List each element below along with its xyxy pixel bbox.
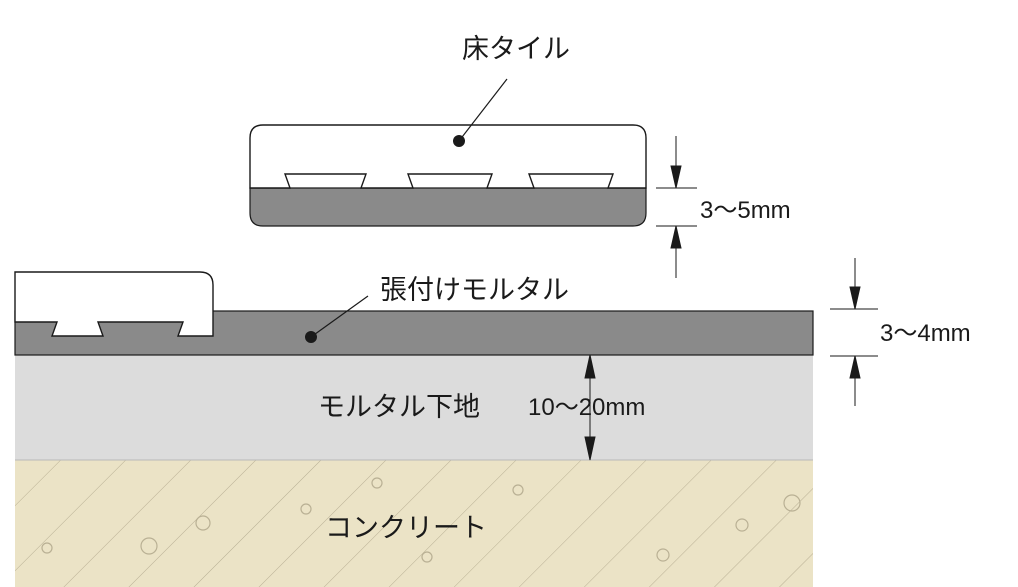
- concrete-aggregate: [41, 477, 801, 563]
- leader-bonding-mortar: [305, 295, 369, 343]
- floor-tile-body: [249, 124, 647, 189]
- dimension-tile-thickness: [656, 136, 697, 278]
- concrete-layer: [15, 460, 813, 587]
- mortar-base-layer: [15, 355, 813, 460]
- dimension-bonding-mortar-thickness: [830, 258, 878, 406]
- floor-tile-detail: [249, 124, 647, 227]
- label-floor-tile: 床タイル: [462, 34, 570, 65]
- label-mortar-base: モルタル下地: [318, 392, 480, 423]
- leader-dot-floor-tile: [453, 135, 465, 147]
- concrete-hatch: [15, 460, 813, 587]
- leader-dot-bonding-mortar: [305, 331, 317, 343]
- label-concrete: コンクリート: [325, 513, 487, 544]
- installed-tile: [14, 271, 214, 337]
- label-bonding-mortar: 張付けモルタル: [380, 275, 569, 306]
- dimension-mortar-base-thickness: [584, 354, 596, 461]
- leader-floor-tile: [453, 78, 508, 147]
- tile-backing-mortar: [249, 187, 647, 227]
- dimension-text-mortar-base: 10〜20mm: [528, 394, 645, 421]
- dimension-text-tile: 3〜5mm: [700, 197, 791, 224]
- dimension-text-bonding-mortar: 3〜4mm: [880, 320, 971, 347]
